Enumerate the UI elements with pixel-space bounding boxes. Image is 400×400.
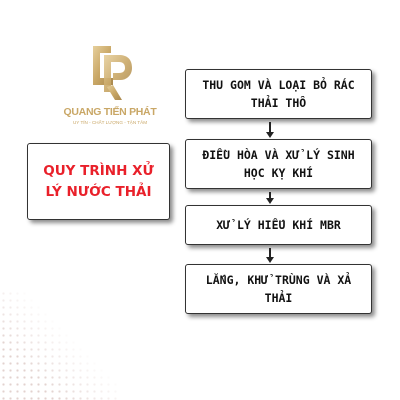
process-title: QUY TRÌNH XỬ LÝ NƯỚC THẢI (43, 162, 154, 200)
step-1-box: THU GOM VÀ LOẠI BỎ RÁC THẢI THÔ (185, 69, 372, 119)
step-3-box: XỬ LÝ HIẾU KHÍ MBR (185, 205, 372, 245)
step-2-label: ĐIỀU HÒA VÀ XỬ LÝ SINH HỌC KỴ KHÍ (202, 147, 355, 180)
qp-monogram-icon (93, 46, 132, 100)
step-2-box: ĐIỀU HÒA VÀ XỬ LÝ SINH HỌC KỴ KHÍ (185, 139, 372, 189)
step-3-label: XỬ LÝ HIẾU KHÍ MBR (216, 217, 341, 232)
brand-slogan: UY TÍN - CHẤT LƯỢNG - TẬN TÂM (72, 120, 148, 125)
brand-name: QUANG TIẾN PHÁT (63, 106, 157, 118)
process-title-box: QUY TRÌNH XỬ LÝ NƯỚC THẢI (27, 143, 170, 220)
brand-logo: QUANG TIẾN PHÁT UY TÍN - CHẤT LƯỢNG - TẬ… (60, 42, 160, 132)
step-4-label: LẮNG, KHỬ TRÙNG VÀ XẢ THẢI (205, 272, 352, 305)
step-4-box: LẮNG, KHỬ TRÙNG VÀ XẢ THẢI (185, 264, 372, 314)
dot-pattern-decoration (0, 290, 120, 400)
step-1-label: THU GOM VÀ LOẠI BỎ RÁC THẢI THÔ (202, 77, 355, 110)
